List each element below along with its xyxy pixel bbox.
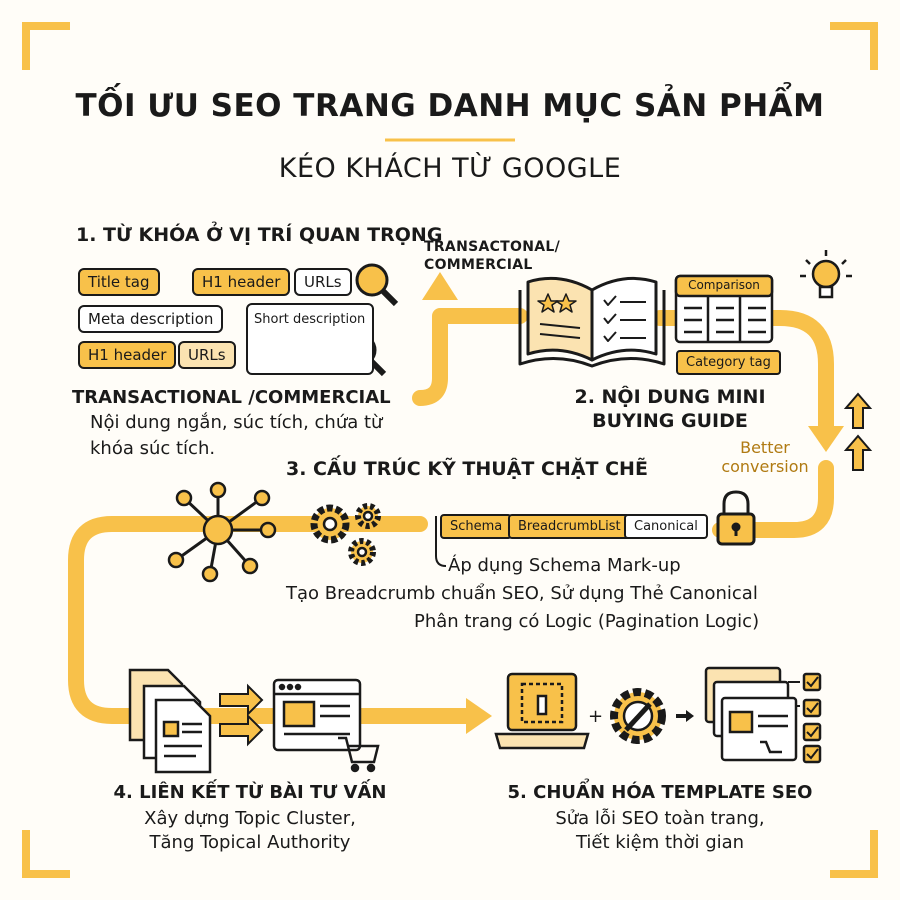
gears-icon — [310, 503, 381, 566]
step1-body-line2: khóa súc tích. — [90, 438, 216, 459]
step1-body-line1: Nội dung ngắn, súc tích, chứa từ — [90, 412, 383, 433]
step3-heading: 3. CẤU TRÚC KỸ THUẬT CHẶT CHẼ — [286, 458, 648, 480]
step1-heading: 1. TỪ KHÓA Ở VỊ TRÍ QUAN TRỌNG — [76, 224, 443, 246]
page-title: TỐI ƯU SEO TRANG DANH MỤC SẢN PHẨM — [75, 88, 825, 124]
documents-icon — [128, 668, 212, 774]
page-subtitle: KÉO KHÁCH TỪ GOOGLE — [278, 153, 622, 184]
tag-urls-2: URLs — [178, 341, 236, 369]
step5-body-line1: Sửa lỗi SEO toàn trang, — [555, 808, 765, 829]
laptop-icon — [494, 672, 590, 750]
better-conversion-line2: conversion — [721, 457, 809, 476]
breadcrumb-bracket — [435, 516, 447, 567]
lightbulb-icon — [800, 250, 852, 299]
tag-title: Title tag — [78, 268, 160, 296]
step3-body-line3: Phân trang có Logic (Pagination Logic) — [414, 611, 760, 632]
comparison-label: Comparison — [688, 278, 760, 292]
browser-window-icon — [272, 678, 362, 752]
magnifier-icon — [355, 263, 399, 307]
checklist-icon — [704, 666, 822, 764]
chip-breadcrumblist: BreadcrumbList — [508, 514, 631, 539]
arrow-up-icon — [843, 392, 873, 471]
flow-arrow-right — [466, 698, 492, 734]
cart-icon — [338, 736, 380, 773]
short-description-label: Short description — [254, 312, 366, 327]
wrench-gear-icon — [610, 688, 666, 744]
plus-sign: + — [588, 706, 603, 727]
open-book-icon — [518, 276, 666, 368]
step3-body-line1: Áp dụng Schema Mark-up — [448, 555, 681, 576]
tag-h1-header: H1 header — [192, 268, 291, 296]
flow-arrow-up — [422, 272, 458, 300]
lock-icon — [716, 490, 756, 546]
chip-schema: Schema — [440, 514, 513, 539]
step3-body-line2: Tạo Breadcrumb chuẩn SEO, Sử dụng Thẻ Ca… — [286, 583, 758, 604]
category-tag: Category tag — [676, 350, 781, 375]
better-conversion-line1: Better — [740, 438, 790, 457]
short-description-card — [246, 303, 374, 375]
tag-h1-header-2: H1 header — [78, 341, 177, 369]
arrow-right-icon — [219, 683, 264, 747]
step4-body-line1: Xây dựng Topic Cluster, — [144, 808, 356, 829]
step2-heading-line1: 2. NỘI DUNG MINI — [574, 386, 766, 408]
flow-arrow-down — [808, 426, 844, 452]
tag-urls: URLs — [294, 268, 352, 296]
comparison-table — [674, 274, 774, 344]
chip-canonical: Canonical — [624, 514, 708, 539]
corner-brackets — [22, 22, 878, 878]
step2-heading-line2: BUYING GUIDE — [592, 410, 748, 432]
tag-meta-description: Meta description — [78, 305, 224, 333]
transactional-arrow-label: TRANSACTONAL/ COMMERCIAL — [424, 239, 561, 273]
step4-body-line2: Tăng Topical Authority — [149, 832, 351, 853]
flow-path — [68, 308, 834, 724]
network-hub-icon — [167, 481, 277, 583]
step5-heading: 5. CHUẨN HÓA TEMPLATE SEO — [507, 782, 813, 803]
arrow-right-icon — [676, 710, 694, 722]
step4-heading: 4. LIÊN KẾT TỪ BÀI TƯ VẤN — [113, 782, 387, 803]
step5-body-line2: Tiết kiệm thời gian — [575, 832, 745, 853]
step1-subheading: TRANSACTIONAL /COMMERCIAL — [72, 387, 391, 408]
